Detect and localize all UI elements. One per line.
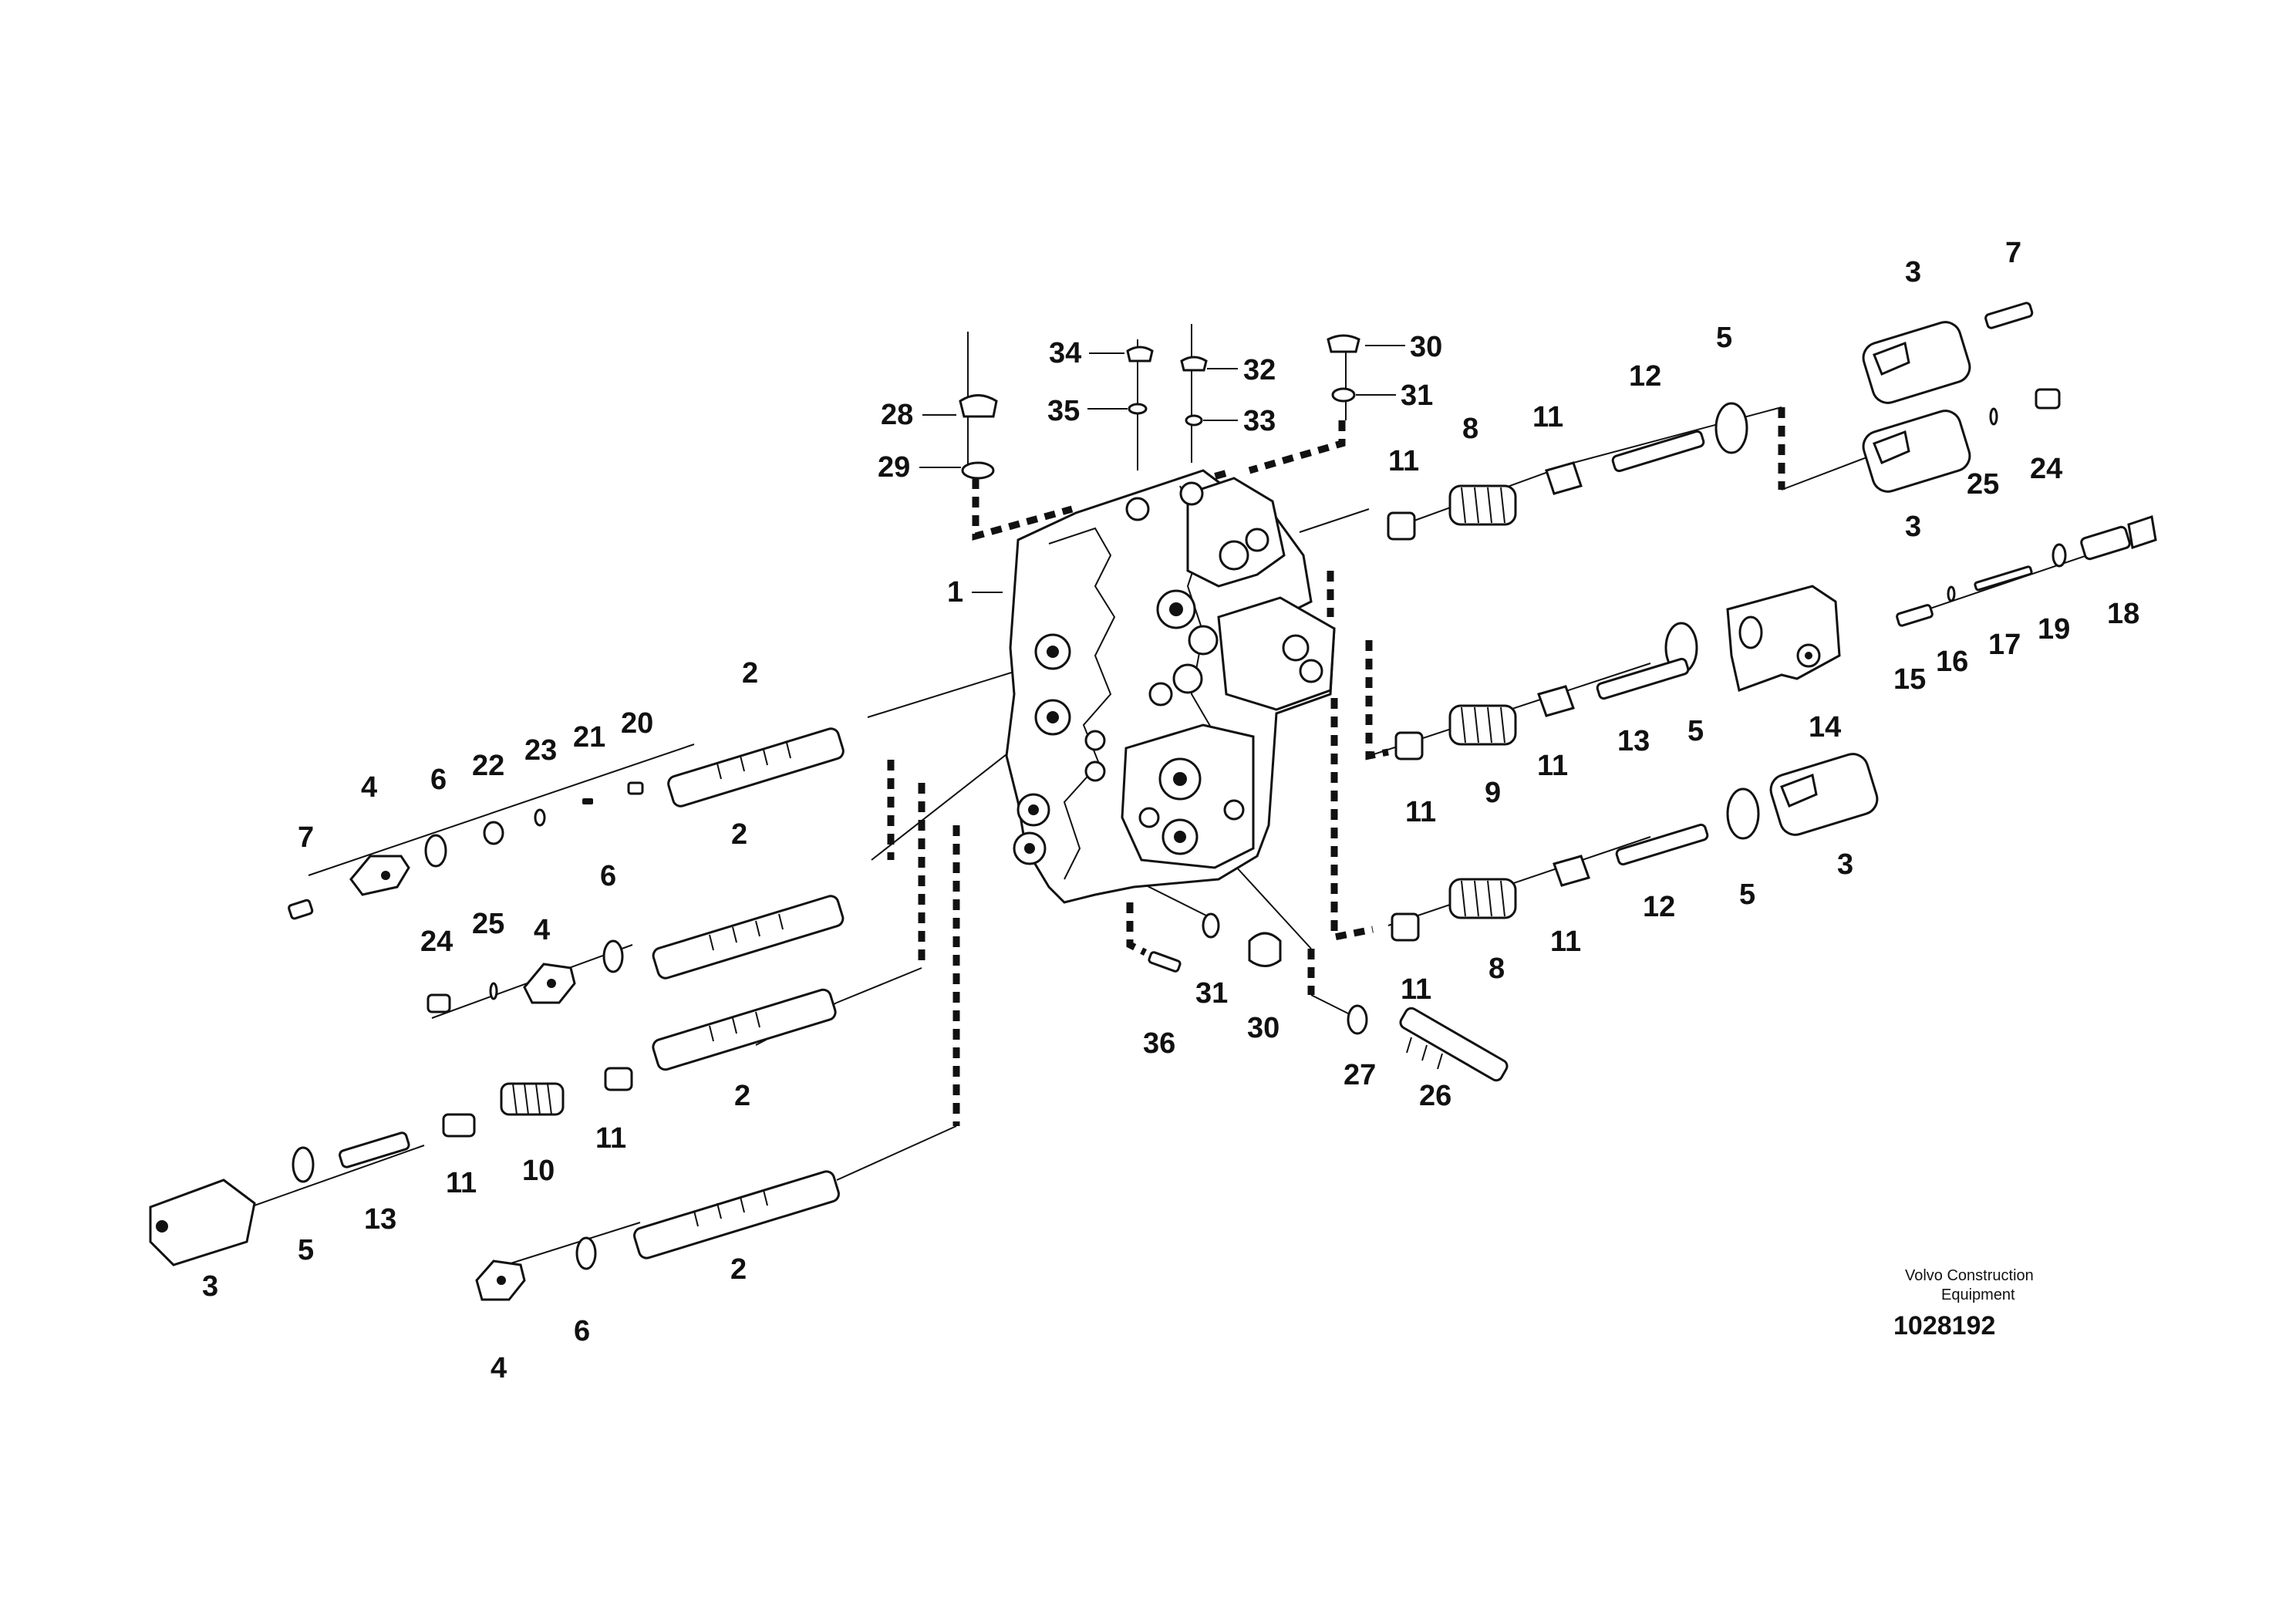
callout-25: 25 — [472, 908, 504, 940]
callout-5: 5 — [298, 1234, 314, 1266]
callout-30: 30 — [1410, 331, 1442, 363]
callout-31: 31 — [1195, 977, 1228, 1010]
callout-12: 12 — [1629, 360, 1661, 393]
solenoid-3-second — [1862, 410, 1971, 493]
solenoid-3-right — [1769, 753, 1879, 836]
left-small-parts — [149, 781, 644, 1301]
callout-6: 6 — [430, 764, 447, 796]
callout-2: 2 — [730, 1253, 747, 1286]
callout-11: 11 — [595, 1122, 626, 1155]
callout-28: 28 — [881, 399, 913, 431]
brand-line-1: Volvo Construction — [1905, 1267, 2034, 1284]
spools — [633, 727, 845, 1259]
spring-9 — [1448, 704, 1517, 746]
callout-4: 4 — [491, 1352, 507, 1384]
drawing-footer: Volvo Construction Equipment 1028192 — [1893, 1267, 2034, 1340]
solenoid-3-top — [1862, 321, 1971, 404]
callout-2: 2 — [734, 1080, 750, 1112]
callout-29: 29 — [878, 451, 910, 484]
callout-11: 11 — [1537, 750, 1568, 782]
callout-23: 23 — [524, 734, 557, 767]
brand-line-2: Equipment — [1941, 1286, 2015, 1303]
callout-35: 35 — [1047, 395, 1080, 427]
callout-11: 11 — [1532, 401, 1563, 433]
callout-33: 33 — [1243, 405, 1276, 437]
callout-4: 4 — [361, 771, 377, 804]
callout-3: 3 — [1905, 511, 1921, 543]
callout-20: 20 — [621, 707, 653, 740]
callout-32: 32 — [1243, 354, 1276, 386]
callout-9: 9 — [1485, 777, 1501, 809]
right-parts — [1148, 302, 2157, 1082]
callout-13: 13 — [1617, 725, 1650, 757]
callout-8: 8 — [1462, 413, 1478, 445]
callout-24: 24 — [2030, 453, 2062, 485]
callout-11: 11 — [1550, 926, 1581, 958]
housing-ports — [1013, 481, 1323, 865]
callout-11: 11 — [1405, 796, 1436, 828]
callout-13: 13 — [364, 1203, 396, 1236]
dashed-leader-lines — [887, 407, 1785, 1126]
callout-24: 24 — [420, 926, 453, 958]
callout-34: 34 — [1049, 337, 1081, 369]
callout-31: 31 — [1401, 379, 1433, 412]
callout-12: 12 — [1643, 891, 1675, 923]
spring-8-bottom — [1448, 878, 1517, 919]
callout-19: 19 — [2038, 613, 2070, 646]
callout-25: 25 — [1967, 468, 1999, 501]
callout-7: 7 — [298, 821, 314, 854]
spool-bottom — [633, 1170, 840, 1259]
callout-8: 8 — [1489, 953, 1505, 985]
callout-2: 2 — [742, 657, 758, 690]
callout-labels: 1 2 2 2 2 3 3 3 3 4 4 4 5 5 5 5 6 6 6 7 … — [202, 237, 2139, 1384]
callout-14: 14 — [1809, 711, 1841, 744]
callout-18: 18 — [2107, 598, 2139, 630]
callout-5: 5 — [1739, 878, 1755, 911]
callout-3: 3 — [1837, 848, 1853, 881]
callout-22: 22 — [472, 750, 504, 782]
callout-10: 10 — [522, 1155, 555, 1187]
callout-11: 11 — [446, 1167, 477, 1199]
plug-18 — [2080, 515, 2157, 561]
callout-4: 4 — [534, 914, 550, 946]
callout-3: 3 — [202, 1270, 218, 1303]
callout-11: 11 — [1388, 445, 1419, 477]
callout-3: 3 — [1905, 256, 1921, 288]
top-plugs — [959, 334, 1360, 480]
callout-1: 1 — [947, 576, 963, 609]
valve-housing — [1005, 469, 1336, 904]
spring-8-top — [1448, 484, 1517, 526]
solenoid-14 — [1726, 585, 1841, 692]
callout-30: 30 — [1247, 1012, 1279, 1044]
screw-26 — [1399, 1007, 1509, 1082]
callout-26: 26 — [1419, 1080, 1451, 1112]
callout-15: 15 — [1893, 663, 1926, 696]
callout-21: 21 — [573, 721, 605, 754]
callout-36: 36 — [1143, 1027, 1175, 1060]
callout-5: 5 — [1716, 322, 1732, 354]
spool-second — [652, 895, 845, 980]
callout-17: 17 — [1988, 629, 2021, 661]
spool-third — [652, 988, 837, 1071]
callout-2: 2 — [731, 818, 747, 851]
callout-7: 7 — [2005, 237, 2021, 269]
drawing-number: 1028192 — [1893, 1311, 1995, 1340]
callout-11: 11 — [1401, 973, 1431, 1006]
callout-27: 27 — [1344, 1059, 1376, 1091]
callout-5: 5 — [1687, 715, 1704, 747]
callout-16: 16 — [1936, 646, 1968, 678]
spool-top — [667, 727, 845, 808]
spring-10 — [500, 1082, 565, 1116]
callout-6: 6 — [600, 860, 616, 892]
callout-6: 6 — [574, 1315, 590, 1347]
